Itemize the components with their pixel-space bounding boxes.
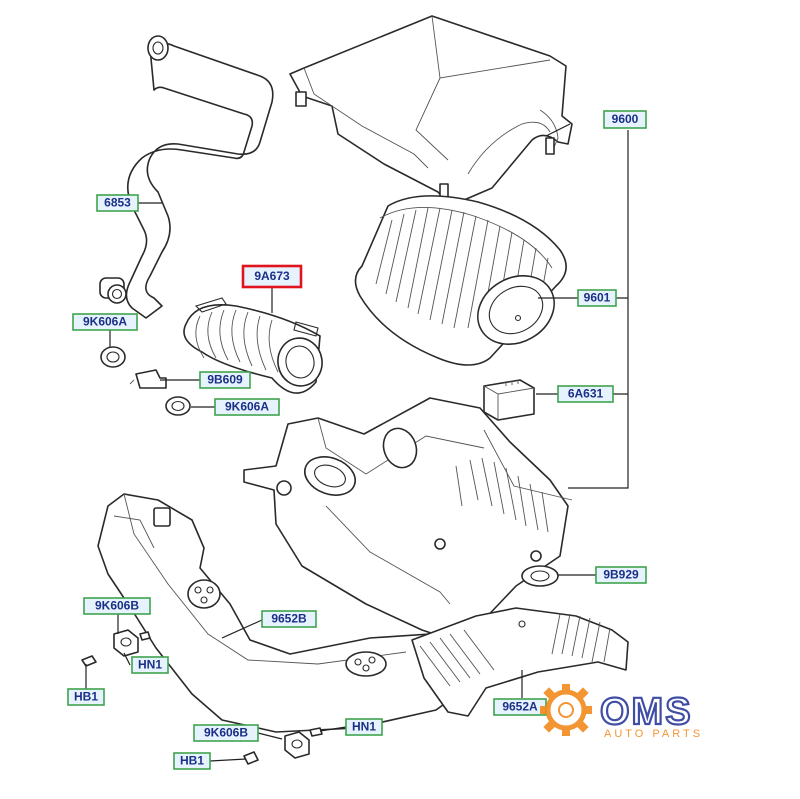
callout-9A673[interactable]: 9A673	[241, 264, 303, 289]
leader-lines	[85, 123, 629, 762]
callout-HB1-bottom[interactable]: HB1	[173, 752, 211, 770]
svg-text:9652A: 9652A	[502, 700, 538, 714]
svg-text:HB1: HB1	[74, 690, 98, 704]
callout-9K606B-left[interactable]: 9K606B	[83, 597, 151, 615]
svg-text:9A673: 9A673	[254, 269, 290, 283]
svg-text:9600: 9600	[612, 112, 639, 126]
foam-block-part	[483, 379, 535, 421]
svg-text:9B929: 9B929	[603, 568, 639, 582]
gear-icon	[540, 684, 592, 736]
svg-text:HB1: HB1	[180, 754, 204, 768]
callout-9K606A-top[interactable]: 9K606A	[72, 313, 138, 331]
breather-hose-part	[99, 35, 274, 319]
callout-9652B[interactable]: 9652B	[261, 610, 317, 628]
callout-9B929[interactable]: 9B929	[595, 566, 647, 584]
air-cleaner-cover-part	[289, 15, 573, 207]
svg-text:9K606A: 9K606A	[225, 400, 269, 414]
callout-6853[interactable]: 6853	[96, 194, 139, 212]
svg-text:9652B: 9652B	[271, 612, 307, 626]
svg-text:HN1: HN1	[138, 658, 162, 672]
svg-text:9K606B: 9K606B	[95, 599, 139, 613]
air-cleaner-housing-part	[243, 397, 573, 641]
logo-tagline: AUTO PARTS	[604, 728, 703, 740]
intake-hose-part	[183, 297, 323, 394]
small-seals-group	[100, 346, 191, 416]
svg-text:9K606A: 9K606A	[83, 315, 127, 329]
svg-text:9601: 9601	[584, 291, 611, 305]
callout-9600[interactable]: 9600	[603, 110, 647, 129]
callout-9652A[interactable]: 9652A	[493, 698, 547, 716]
logo-wordmark: OMS	[600, 691, 693, 733]
callout-HN1-bottom[interactable]: HN1	[345, 718, 383, 736]
oms-logo: OMS AUTO PARTS	[540, 684, 703, 740]
callout-9601[interactable]: 9601	[577, 289, 617, 307]
inlet-duct-part	[411, 607, 629, 717]
callout-9B609[interactable]: 9B609	[199, 371, 251, 389]
svg-text:6A631: 6A631	[568, 387, 604, 401]
callout-HB1-left[interactable]: HB1	[67, 688, 105, 706]
air-filter-element-part	[354, 195, 567, 366]
svg-text:HN1: HN1	[352, 720, 376, 734]
svg-text:9K606B: 9K606B	[204, 726, 248, 740]
callout-6A631[interactable]: 6A631	[557, 385, 614, 403]
callout-9K606B-bottom[interactable]: 9K606B	[193, 724, 259, 742]
callout-HN1-left[interactable]: HN1	[131, 656, 169, 674]
svg-text:9B609: 9B609	[207, 373, 243, 387]
svg-text:6853: 6853	[104, 196, 131, 210]
fasteners-group	[81, 565, 559, 765]
callout-9K606A-mid[interactable]: 9K606A	[214, 398, 280, 416]
